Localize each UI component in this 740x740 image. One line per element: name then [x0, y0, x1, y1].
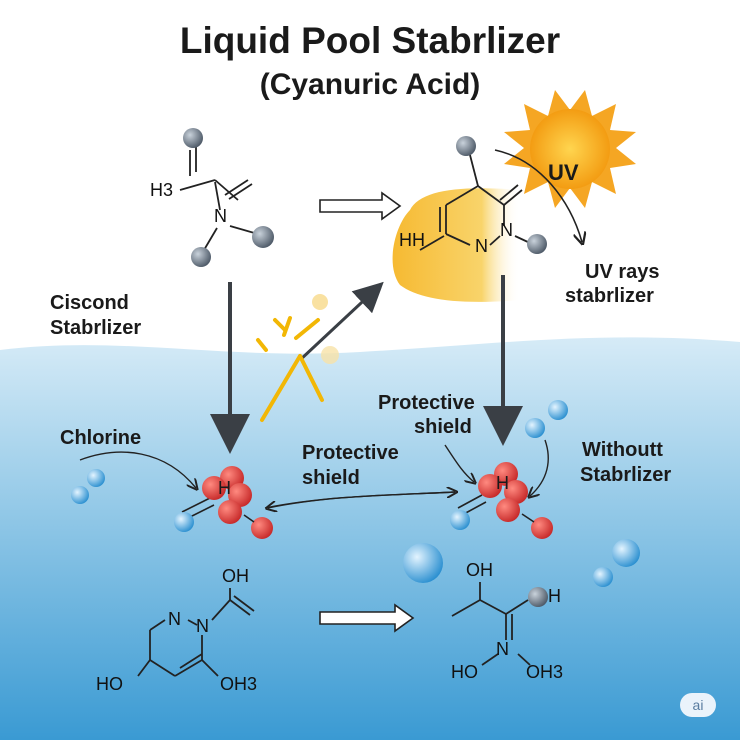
atom-grey [252, 226, 274, 248]
molecule-right [450, 462, 553, 539]
bottom-left-molecule [137, 588, 255, 677]
chem-label: HH [399, 230, 425, 250]
without-stabilizer-label-2: Stabrlizer [580, 464, 672, 486]
ion-blue [87, 469, 105, 487]
without-stabilizer-label: Withoutt [582, 439, 663, 461]
protective-shield-center-label: Protective [302, 442, 399, 464]
arrow-shield-right [444, 444, 474, 482]
uv-glow [392, 188, 520, 302]
arrow-diagonal [298, 281, 384, 362]
chem-label: N [500, 220, 513, 240]
uv-rays-label-2: stabrlizer [565, 285, 654, 307]
atom-grey [183, 128, 203, 148]
chlorine-label: Chlorine [60, 427, 142, 449]
light-dot [321, 346, 339, 364]
hollow-arrow-top [319, 191, 402, 221]
chem-label: H3 [150, 180, 174, 200]
bottom-right-molecule [451, 582, 531, 666]
ion-blue [593, 567, 613, 587]
arrow-without [530, 439, 549, 496]
page-title: Liquid Pool Stabrlizer [179, 20, 561, 61]
protective-shield-right-label-2: shield [414, 416, 472, 438]
top-right-molecule [419, 154, 531, 251]
chem-label: N [496, 639, 509, 659]
chem-label: N [214, 206, 227, 226]
chem-label: OH3 [526, 662, 564, 682]
chem-label: HO [96, 674, 123, 694]
atom-grey [191, 247, 211, 267]
uv-sun-label: UV [548, 160, 579, 185]
atom-grey [527, 234, 547, 254]
chem-label: H [496, 473, 509, 493]
chem-label: N [196, 616, 209, 636]
ion-blue [71, 486, 89, 504]
atom-grey [528, 587, 548, 607]
arrow-shield-double-back [268, 491, 456, 508]
ion-blue [612, 539, 640, 567]
protective-shield-center-label-2: shield [302, 467, 360, 489]
atom-grey [456, 136, 476, 156]
ion-blue [403, 543, 443, 583]
chem-label: H [218, 478, 231, 498]
water-surface [0, 337, 740, 740]
chem-label: N [475, 236, 488, 256]
protective-shield-right-label: Protective [378, 392, 475, 414]
arrow-chlorine [79, 451, 196, 488]
light-rays [256, 316, 324, 422]
hollow-arrow-bottom [319, 603, 415, 633]
ion-blue [548, 400, 568, 420]
chem-label: OH3 [220, 674, 258, 694]
page-subtitle: (Cyanuric Acid) [259, 68, 481, 101]
ciscond-label-2: Stabrlizer [50, 317, 142, 339]
light-dot [312, 294, 328, 310]
sun-icon [504, 90, 636, 208]
ion-blue [525, 418, 545, 438]
top-left-molecule [179, 145, 259, 251]
chem-label: H [548, 586, 561, 606]
molecule-left [174, 466, 273, 539]
ai-badge: ai [680, 693, 716, 717]
uv-rays-label: UV rays [585, 261, 660, 283]
chem-label: OH [466, 560, 493, 580]
uv-curve-arrow [494, 149, 582, 242]
ciscond-label: Ciscond [50, 292, 129, 314]
chem-label: HO [451, 662, 478, 682]
chem-label: OH [222, 566, 249, 586]
chem-label: N [168, 609, 181, 629]
